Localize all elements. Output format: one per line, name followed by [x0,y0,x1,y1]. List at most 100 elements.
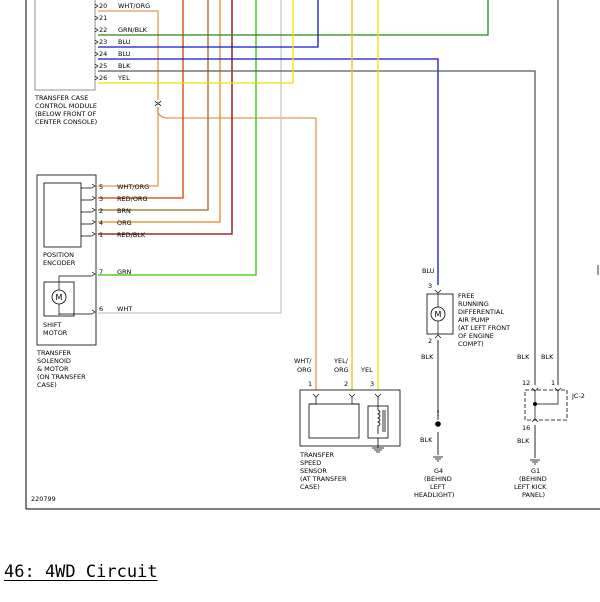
solenoid-label-2: SOLENOID [37,357,71,365]
jc2-ground-label-1: G1 [531,467,540,475]
speed-sensor-label-4: (AT TRANSFER [300,475,347,483]
jc2-wire-top-2: BLK [541,353,554,361]
module-pin-20: 20 WHT/ORG [99,2,150,10]
pump-label-1: FREE [458,292,474,300]
pump-top-wire: BLU [422,267,435,275]
pump-pin-2: 2 [428,337,432,345]
svg-text:GRN: GRN [117,268,132,276]
pump-ground-label-1: G4 [434,467,443,475]
wire-blk-25 [98,70,536,385]
pump-ground-label-3: LEFT [430,483,445,491]
svg-text:5: 5 [99,183,103,191]
module-label-3: (BELOW FRONT OF [35,110,96,118]
svg-text:21: 21 [99,14,107,22]
wire-wht [98,0,282,314]
encoder-leads [81,183,96,237]
wire-grn-blk [98,0,489,36]
jc2-ground-icon [530,459,540,465]
module-label-1: TRANSFER CASE [34,94,88,102]
jc2-ground-label-3: LEFT KICK [514,483,547,491]
svg-text:4: 4 [99,219,103,227]
caption-container: 46: 4WD Circuit [4,562,158,582]
wire-red-org [98,0,184,199]
transfer-case-control-module: 20 WHT/ORG 21 22 GRN/BLK 23 BLU 24 BLU 2… [34,0,150,126]
pump-bottom-wire: BLK [421,353,434,361]
differential-air-pump: BLU 3 2 BLK M FREE RUNNING DIFFERENTIAL … [414,267,510,499]
pump-pin-3: 3 [428,282,432,290]
pump-label-7: COMPT) [458,340,484,348]
svg-text:YEL: YEL [117,74,130,82]
svg-text:M: M [56,293,63,302]
diagram-frame [25,0,600,510]
module-pin-25: 25 BLK [99,62,131,70]
jc2-wire-top-1: BLK [517,353,530,361]
motor-pin-6: 6 WHT [99,305,132,313]
pump-connector [434,289,442,339]
svg-text:RED/BLK: RED/BLK [117,231,146,239]
jc2-wire-bottom: BLK [517,437,530,445]
svg-text:BLU: BLU [118,38,131,46]
wire-grn [98,0,257,276]
speed-sensor-inner-box [308,403,360,439]
svg-text:GRN/BLK: GRN/BLK [118,26,148,34]
speed-pin-2-wire-b: ORG [334,366,349,374]
position-encoder-box [43,182,82,248]
pump-ground-label-2: (BEHIND [424,475,452,483]
jc2-pin-16: 16 [522,424,530,432]
pump-ground-icon [433,456,443,462]
pump-motor-icon: M [430,294,446,334]
encoder-label-2: ENCODER [43,259,76,267]
speed-pin-2-wire-a: YEL/ [333,357,349,365]
svg-text:7: 7 [99,268,103,276]
module-pin-24: 24 BLU [99,50,131,58]
speed-pin-3-wire: YEL [360,366,373,374]
jc2-splice-dot [533,402,537,406]
module-pin-22: 22 GRN/BLK [99,26,148,34]
wire-brn [98,0,209,211]
transfer-solenoid-and-motor: POSITION ENCODER 5 WHT/ORG 3 RED/ORG 2 B… [36,174,149,389]
svg-text:24: 24 [99,50,107,58]
wire-wht-org-to-encoder [98,107,159,187]
pump-ground-wire: BLK [420,436,433,444]
pump-label-3: DIFFERENTIAL [458,308,504,316]
svg-text:RED/ORG: RED/ORG [117,195,148,203]
pump-ground-splice [435,410,441,427]
svg-text:22: 22 [99,26,107,34]
jc2-pin-1: 1 [551,379,555,387]
svg-text:WHT/ORG: WHT/ORG [117,183,149,191]
svg-text:BRN: BRN [117,207,131,215]
speed-sensor-label-3: SENSOR [300,467,327,475]
speed-sensor-label-1: TRANSFER [299,451,335,459]
svg-text:25: 25 [99,62,107,70]
svg-text:26: 26 [99,74,107,82]
svg-text:6: 6 [99,305,103,313]
svg-text:WHT/ORG: WHT/ORG [118,2,150,10]
module-pin-21: 21 [99,14,107,22]
solenoid-label-5: CASE) [37,381,57,389]
svg-text:BLK: BLK [118,62,131,70]
solenoid-label-1: TRANSFER [36,349,72,357]
speed-pin-1: 1 [308,380,312,388]
shift-motor-label-2: MOTOR [43,329,68,337]
motor-pin-7: 7 GRN [99,268,132,276]
encoder-label-1: POSITION [43,251,74,259]
svg-text:3: 3 [99,195,103,203]
wire-wht-org-module [98,10,159,100]
figure-caption: 46: 4WD Circuit [4,562,158,582]
encoder-pin-2: 2 BRN [99,207,131,215]
motor-leads [58,271,96,315]
svg-text:ORG: ORG [117,219,132,227]
jc2-name: JC-2 [571,392,585,400]
speed-pin-2: 2 [344,380,348,388]
wires [98,0,559,458]
coil-icon [377,406,386,434]
encoder-pin-3: 3 RED/ORG [99,195,148,203]
pump-label-5: (AT LEFT FRONT [458,324,510,332]
svg-text:2: 2 [99,207,103,215]
jc2-ground-label-4: PANEL) [522,491,545,499]
wire-blu-24 [98,58,439,285]
svg-text:WHT: WHT [117,305,132,313]
wire-blu-23 [98,0,319,48]
svg-text:1: 1 [99,231,103,239]
